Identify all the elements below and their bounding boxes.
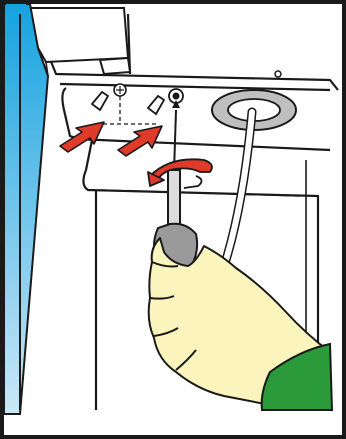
installation-diagram (0, 0, 346, 439)
illustration (0, 0, 346, 439)
